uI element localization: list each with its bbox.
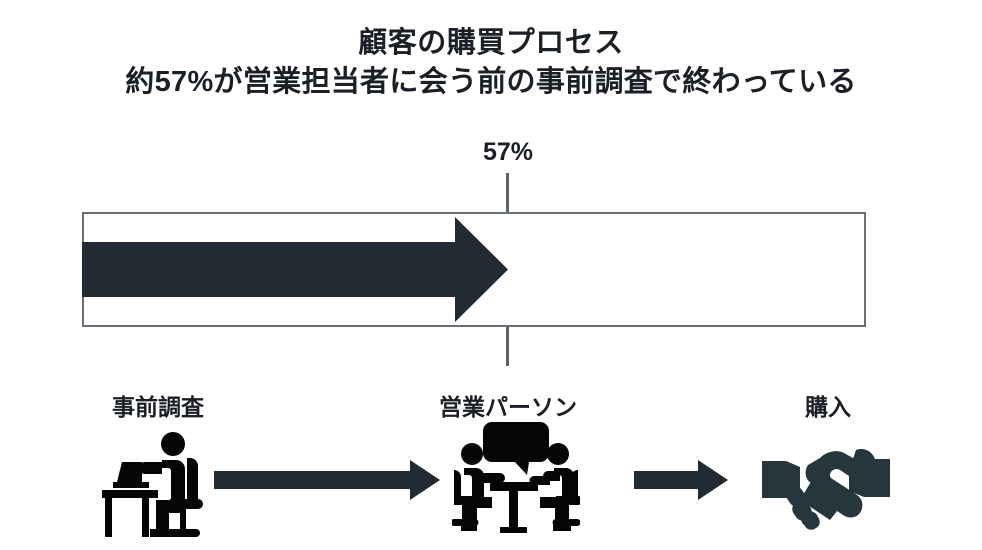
step-label-salesperson: 営業パーソン: [439, 394, 577, 420]
page-title: 顧客の購買プロセス: [358, 27, 624, 59]
arrow-meeting-to-purchase-icon: [634, 458, 730, 502]
handshake-icon: [760, 442, 892, 530]
meeting-two-people-icon: [450, 418, 583, 542]
percent-callout-label: 57%: [482, 138, 534, 166]
arrow-desk-to-meeting-icon: [214, 458, 442, 502]
title-block: 顧客の購買プロセス 約57%が営業担当者に会う前の事前調査で終わっている: [0, 26, 982, 100]
person-at-desk-icon: [100, 428, 212, 540]
step-label-research: 事前調査: [112, 394, 204, 420]
page-subtitle: 約57%が営業担当者に会う前の事前調査で終わっている: [125, 66, 857, 98]
step-label-purchase: 購入: [805, 394, 851, 420]
progress-arrow: [82, 212, 512, 327]
